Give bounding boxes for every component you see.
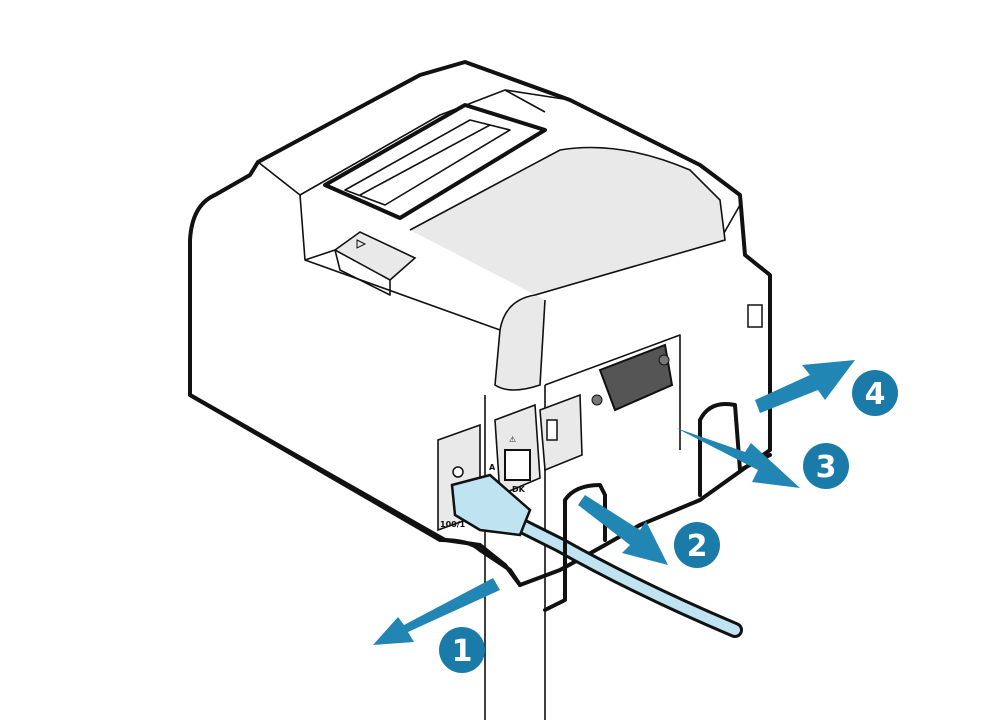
drawer-label: DK xyxy=(512,485,526,494)
power-switch xyxy=(546,419,558,441)
step-number: 3 xyxy=(816,450,837,485)
ac-inlet xyxy=(598,343,674,412)
paper-cover xyxy=(409,146,726,391)
switch-panel xyxy=(539,393,583,472)
feed-triangle-icon xyxy=(356,239,367,249)
step-number: 1 xyxy=(452,634,473,669)
power-cable xyxy=(505,515,740,635)
arrow-step-3 xyxy=(676,428,800,488)
step-arrows xyxy=(373,360,855,645)
power-label: 100/1 xyxy=(440,520,466,529)
step-badge-3: 3 xyxy=(803,443,849,489)
feed-button xyxy=(333,231,417,281)
drawer-kick-port xyxy=(504,449,531,481)
bracket xyxy=(698,402,772,497)
paper-exit-slot xyxy=(323,103,547,220)
step-badge-1: 1 xyxy=(439,627,485,673)
feed-button-housing xyxy=(304,249,391,296)
rating-label: A xyxy=(489,463,496,472)
base-edge xyxy=(188,393,522,587)
paper-slot-detail xyxy=(344,119,511,206)
arrow-step-1 xyxy=(373,578,500,645)
step-badge-4: 4 xyxy=(852,370,898,416)
step-number: 4 xyxy=(865,377,886,412)
power-plug xyxy=(450,473,532,537)
inlet-screw-icon xyxy=(591,394,603,406)
step-badge-2: 2 xyxy=(674,522,720,568)
rear-vent xyxy=(747,304,763,328)
ground-screw-icon xyxy=(452,466,464,478)
inlet-screw-icon xyxy=(658,354,670,366)
arrow-step-2 xyxy=(578,495,668,565)
arrow-step-4 xyxy=(755,360,855,413)
warning-icon: ⚠ xyxy=(509,435,516,444)
step-number: 2 xyxy=(687,529,708,564)
cable-clip xyxy=(543,483,607,612)
